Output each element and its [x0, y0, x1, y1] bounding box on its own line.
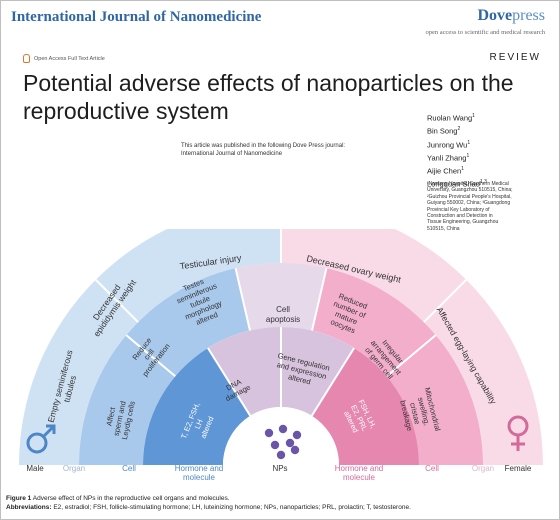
publisher-bold: Dove [477, 7, 513, 24]
author-name-text: Ruolan Wang [427, 113, 473, 123]
label-cell-left: Cell [122, 464, 136, 473]
label-organ-left: Organ [63, 464, 85, 473]
author-name-text: Longquan Shao [427, 179, 480, 189]
author-affil-sup: 1 [472, 113, 475, 119]
center-cell-ring [235, 263, 327, 331]
male-symbol-icon [26, 424, 56, 454]
affiliation-line: 510515, China [427, 225, 460, 232]
female-hormone-ring [311, 347, 419, 465]
female-organ-ring [281, 229, 543, 465]
affiliation-line: Construction and Detection in [427, 213, 493, 220]
open-access-label: Open Access Full Text Article [34, 55, 105, 62]
mh-line: LH [193, 418, 205, 430]
affiliation-line: University, Guangzhou 510515, China; [427, 187, 513, 194]
mc3-line: Affect [104, 405, 117, 426]
label-hormone-left-l1: Hormone and [175, 464, 223, 473]
publisher-logo[interactable]: Dovepress [477, 7, 545, 25]
author-affil-sup: 1,3 [479, 179, 487, 186]
male-organ-ring [19, 229, 281, 465]
label-cell-right: Cell [425, 464, 439, 473]
article-type: REVIEW [489, 52, 541, 63]
publisher-tagline: open access to scientific and medical re… [425, 29, 545, 36]
figure-caption: Figure 1 Adverse effect of NPs in the re… [6, 494, 556, 512]
author-affil-sup: 1 [467, 139, 471, 146]
author-name-text: Yanli Zhang [427, 153, 467, 163]
female-symbol-icon [507, 415, 529, 451]
author-name: Bin Song2 [427, 124, 487, 137]
caption-abbr-text: E2, estradiol; FSH, follicle-stimulating… [53, 504, 411, 511]
author-name-text: Aijie Chen [427, 166, 462, 176]
caption-fig-label: Figure 1 [6, 495, 32, 502]
abbreviations-line: Abbreviations: E2, estradiol; FSH, folli… [6, 503, 556, 512]
author-affil-sup: 1 [466, 152, 470, 159]
article-title-line1: Potential adverse effects of nanoparticl… [23, 70, 514, 96]
nanoparticle-cluster-icon [264, 424, 302, 460]
published-line2: International Journal of Nanomedicine [181, 151, 283, 157]
label-male: Male [26, 464, 44, 473]
article-title: Potential adverse effects of nanoparticl… [23, 69, 523, 125]
nps-core [223, 407, 339, 465]
journal-name[interactable]: International Journal of Nanomedicine [11, 9, 262, 25]
author-name-text: Junrong Wu [427, 140, 468, 150]
affiliation-line: ¹Nanfang Hospital, Southern Medical [427, 181, 509, 187]
author-affil-sup: 1 [461, 166, 464, 173]
label-hormone-right: Hormone and molecule [335, 464, 383, 482]
author-name: Junrong Wu1 [427, 138, 487, 151]
cc-line: Cell [276, 305, 290, 314]
affiliation-line: Provincial Key Laboratory of [427, 206, 490, 213]
label-organ-right: Organ [472, 464, 494, 473]
author-affil-sup: 2 [457, 126, 461, 133]
male-hormone-ring [143, 347, 251, 465]
ring-dividers [95, 229, 467, 417]
open-access-badge: Open Access Full Text Article [23, 54, 105, 63]
caption-abbr-label: Abbreviations: [6, 504, 52, 511]
label-female: Female [505, 464, 532, 473]
affiliation-line: Tissue Engineering, Guangzhou [427, 219, 499, 226]
label-hormone-right-l1: Hormone and [335, 464, 383, 473]
published-note: This article was published in the follow… [181, 142, 401, 158]
cc-line: apoptosis [266, 315, 300, 324]
open-access-lock-icon [23, 54, 30, 63]
author-name: Ruolan Wang1 [427, 111, 487, 124]
label-nps: NPs [272, 464, 287, 473]
published-line1: This article was published in the follow… [181, 143, 346, 149]
author-name: Aijie Chen1 [427, 164, 487, 177]
author-name: Longquan Shao1,3 [427, 177, 487, 190]
caption-fig-text: Adverse effect of NPs in the reproductiv… [32, 495, 230, 502]
affiliation-line: ²Guizhou Provincial People's Hospital, [427, 193, 512, 200]
caption-line: Figure 1 Adverse effect of NPs in the re… [6, 494, 556, 503]
figure-diagram: Testicular injury Decreased ovary weight… [19, 229, 543, 482]
label-hormone-left: Hormone and molecule [175, 464, 223, 482]
publisher-light: press [512, 7, 545, 24]
author-name: Yanli Zhang1 [427, 151, 487, 164]
author-name-text: Bin Song [427, 126, 458, 136]
article-title-line2: reproductive system [23, 98, 229, 124]
affiliation-line: Guiyang 550002, China; ³Guangdong [427, 200, 511, 207]
label-hormone-right-l2: molecule [343, 473, 376, 482]
label-hormone-left-l2: molecule [183, 473, 216, 482]
